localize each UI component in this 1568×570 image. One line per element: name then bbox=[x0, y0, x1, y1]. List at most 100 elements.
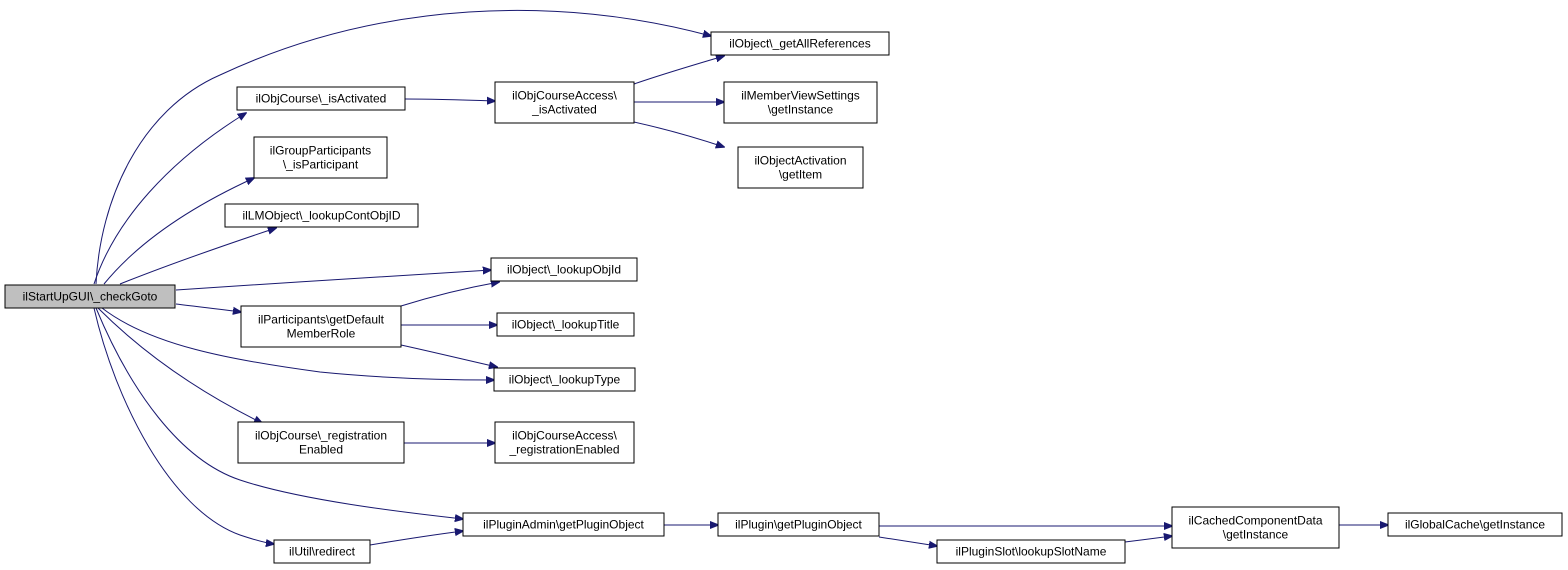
edge-layer bbox=[93, 9, 1388, 546]
edge-root-to-utilRedirect bbox=[93, 307, 274, 544]
edge-line bbox=[93, 307, 274, 544]
node-cachedComp[interactable]: ilCachedComponentData\getInstance bbox=[1171, 506, 1340, 549]
edge-accIsActivated-to-getAllReferences bbox=[633, 56, 724, 85]
node-box bbox=[936, 539, 1126, 564]
node-box bbox=[462, 512, 665, 537]
node-label: ilObjCourse\_registration bbox=[255, 429, 387, 443]
edge-root-to-crsRegEnabled bbox=[97, 307, 262, 423]
node-box bbox=[273, 539, 371, 564]
node-root[interactable]: ilStartUpGUI\_checkGoto bbox=[4, 284, 176, 309]
edge-root-to-groupPart bbox=[103, 178, 254, 285]
edge-root-to-crsIsActivated bbox=[93, 113, 246, 285]
node-lookupObjId[interactable]: ilObject\_lookupObjId bbox=[490, 257, 638, 282]
node-label: ilGroupParticipants bbox=[270, 144, 371, 158]
node-pluginSlot[interactable]: ilPluginSlot\lookupSlotName bbox=[936, 539, 1126, 564]
node-label: ilObjCourse\_isActivated bbox=[256, 92, 387, 106]
edge-line bbox=[1124, 536, 1172, 543]
node-label: ilGlobalCache\getInstance bbox=[1405, 518, 1545, 532]
node-layer: ilStartUpGUI\_checkGoto ilObject\_getAllR… bbox=[4, 31, 1563, 564]
edge-utilRedirect-to-pluginAdmin bbox=[369, 531, 463, 546]
edge-line bbox=[95, 9, 711, 285]
edge-root-to-pluginAdmin bbox=[95, 307, 463, 519]
node-label: ilStartUpGUI\_checkGoto bbox=[23, 290, 158, 304]
node-label: ilUtil\redirect bbox=[289, 545, 356, 559]
edge-line bbox=[101, 307, 494, 380]
node-label: Enabled bbox=[299, 443, 343, 457]
node-box bbox=[4, 284, 176, 309]
node-box bbox=[224, 203, 419, 228]
edge-pluginSlot-to-cachedComp bbox=[1124, 536, 1172, 543]
node-box bbox=[1171, 506, 1340, 549]
edge-line bbox=[400, 344, 497, 367]
node-label: ilObjCourseAccess\ bbox=[512, 429, 617, 443]
node-objActivation[interactable]: ilObjectActivation\getItem bbox=[737, 146, 864, 189]
edge-line bbox=[103, 178, 254, 285]
edge-root-to-lmObject bbox=[119, 228, 276, 285]
edge-line bbox=[93, 113, 246, 285]
node-label: ilObjectActivation bbox=[754, 154, 846, 168]
node-box bbox=[237, 421, 405, 464]
edge-line bbox=[97, 307, 262, 423]
node-box bbox=[236, 86, 406, 111]
node-label: ilObject\_lookupType bbox=[509, 373, 621, 387]
node-label: ilLMObject\_lookupContObjID bbox=[242, 209, 400, 223]
edge-root-to-partDefault bbox=[175, 303, 241, 312]
node-label: ilPluginSlot\lookupSlotName bbox=[956, 545, 1107, 559]
node-crsIsActivated[interactable]: ilObjCourse\_isActivated bbox=[236, 86, 406, 111]
edge-line bbox=[878, 536, 937, 546]
edge-line bbox=[633, 121, 724, 147]
node-box bbox=[737, 146, 864, 189]
node-box bbox=[494, 421, 635, 464]
edge-line bbox=[175, 270, 491, 291]
edge-line bbox=[95, 307, 463, 519]
node-box bbox=[717, 512, 880, 537]
node-box bbox=[723, 81, 878, 124]
edge-line bbox=[404, 99, 495, 101]
node-label: ilPlugin\getPluginObject bbox=[735, 518, 862, 532]
node-accRegEnabled[interactable]: ilObjCourseAccess\_registrationEnabled bbox=[494, 421, 635, 464]
node-crsRegEnabled[interactable]: ilObjCourse\_registrationEnabled bbox=[237, 421, 405, 464]
node-box bbox=[494, 81, 635, 124]
node-box bbox=[253, 136, 388, 179]
node-utilRedirect[interactable]: ilUtil\redirect bbox=[273, 539, 371, 564]
edge-line bbox=[633, 56, 724, 85]
edge-accIsActivated-to-objActivation bbox=[633, 121, 724, 147]
node-lookupType[interactable]: ilObject\_lookupType bbox=[493, 367, 636, 392]
node-box bbox=[496, 312, 635, 337]
edge-line bbox=[369, 531, 463, 546]
node-getAllReferences[interactable]: ilObject\_getAllReferences bbox=[710, 31, 890, 56]
node-globalCache[interactable]: ilGlobalCache\getInstance bbox=[1387, 512, 1563, 537]
node-accIsActivated[interactable]: ilObjCourseAccess\_isActivated bbox=[494, 81, 635, 124]
edge-crsIsActivated-to-accIsActivated bbox=[404, 99, 495, 101]
edge-root-to-lookupObjId bbox=[175, 270, 491, 291]
edge-line bbox=[119, 228, 276, 285]
node-label: \getItem bbox=[779, 168, 822, 182]
node-lookupTitle[interactable]: ilObject\_lookupTitle bbox=[496, 312, 635, 337]
node-pluginAdmin[interactable]: ilPluginAdmin\getPluginObject bbox=[462, 512, 665, 537]
edge-plugin-to-pluginSlot bbox=[878, 536, 937, 546]
edge-root-to-lookupType bbox=[101, 307, 494, 380]
node-memberView[interactable]: ilMemberViewSettings\getInstance bbox=[723, 81, 878, 124]
edge-partDefault-to-lookupObjId bbox=[400, 282, 499, 307]
node-box bbox=[710, 31, 890, 56]
node-label: ilPluginAdmin\getPluginObject bbox=[483, 518, 644, 532]
node-label: ilParticipants\getDefault bbox=[258, 313, 385, 327]
node-lmObject[interactable]: ilLMObject\_lookupContObjID bbox=[224, 203, 419, 228]
node-groupPart[interactable]: ilGroupParticipants\_isParticipant bbox=[253, 136, 388, 179]
node-label: _isActivated bbox=[531, 103, 597, 117]
node-label: _registrationEnabled bbox=[508, 443, 619, 457]
edge-line bbox=[400, 282, 499, 307]
node-label: MemberRole bbox=[287, 327, 356, 341]
node-label: ilObject\_lookupTitle bbox=[512, 318, 620, 332]
edge-partDefault-to-lookupType bbox=[400, 344, 497, 367]
node-label: ilMemberViewSettings bbox=[741, 89, 860, 103]
node-box bbox=[493, 367, 636, 392]
node-plugin[interactable]: ilPlugin\getPluginObject bbox=[717, 512, 880, 537]
node-label: \getInstance bbox=[1223, 528, 1289, 542]
node-box bbox=[490, 257, 638, 282]
node-label: ilObject\_getAllReferences bbox=[729, 37, 870, 51]
node-label: \getInstance bbox=[768, 103, 834, 117]
node-label: ilObjCourseAccess\ bbox=[512, 89, 617, 103]
